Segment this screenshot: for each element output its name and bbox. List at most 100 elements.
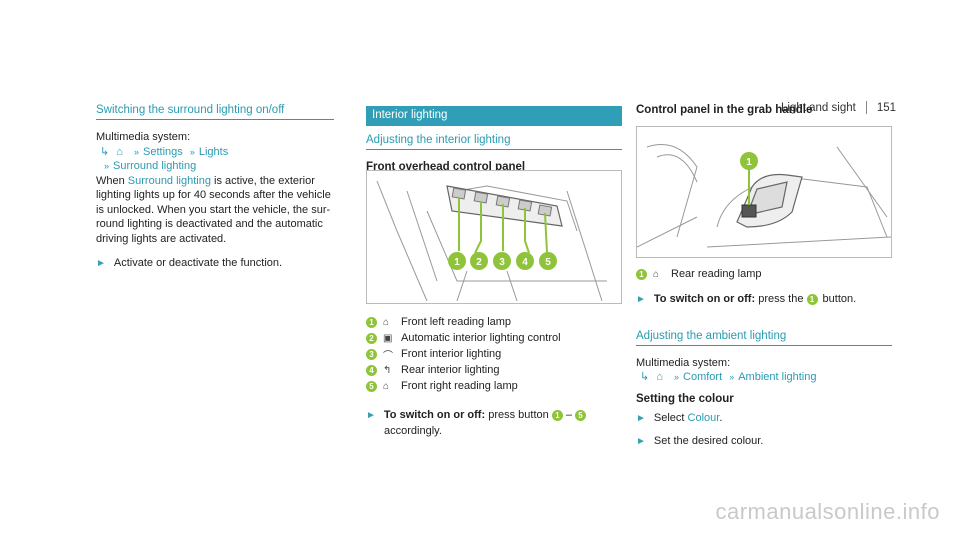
- section-title-surround: Switching the surround lighting on/off: [96, 104, 334, 120]
- legend-label: Rear reading lamp: [671, 268, 762, 280]
- multimedia-label: Multimedia system:: [96, 131, 191, 143]
- svg-text:2: 2: [476, 257, 482, 268]
- legend-label: Automatic interior lighting control: [401, 332, 561, 344]
- body-line: driving lights are activated.: [96, 232, 227, 245]
- rear-interior-light-icon: ↰: [383, 364, 392, 376]
- legend-label: Front interior lighting: [401, 348, 502, 360]
- legend-item: 1 ⌂ Rear reading lamp: [636, 266, 892, 282]
- callout-number: 1: [366, 316, 377, 328]
- svg-text:4: 4: [522, 257, 528, 268]
- chapter-title: Light and sight: [781, 101, 856, 114]
- body-link[interactable]: Surround lighting: [127, 174, 211, 187]
- step-arrow-icon: ►: [636, 294, 646, 305]
- path-chevron-icon: »: [134, 146, 140, 157]
- select-suffix: .: [719, 411, 723, 424]
- callout-number: 1: [636, 268, 647, 280]
- auto-lighting-icon: ▣: [383, 332, 393, 344]
- select-step: ► Select Colour.: [636, 411, 892, 427]
- instruction-end: button.: [819, 293, 857, 305]
- section-title-interior: Adjusting the interior lighting: [366, 134, 622, 150]
- step-arrow-icon: ►: [366, 410, 376, 421]
- column-grab-handle: Control panel in the grab handle: [636, 104, 892, 116]
- svg-text:1: 1: [454, 257, 460, 268]
- subhead-colour: Setting the colour: [636, 392, 734, 405]
- callout-number: 4: [366, 364, 377, 376]
- menu-path-line2: »Surround lighting: [96, 159, 334, 174]
- legend-front-panel: 1 ⌂ Front left reading lamp 2 ▣ Automatic in…: [366, 314, 622, 438]
- path-comfort[interactable]: Comfort: [683, 371, 723, 383]
- callout-number: 2: [366, 332, 377, 344]
- path-arrow-icon: ↳: [100, 145, 110, 158]
- legend-item: 3 ⌒ Front interior lighting: [366, 346, 622, 362]
- switch-instruction: ► To switch on or off: press button 1 – 5…: [366, 408, 622, 438]
- legend-item: 2 ▣ Automatic interior lighting control: [366, 330, 622, 346]
- legend-item: 5 ⌂ Front right reading lamp: [366, 378, 622, 394]
- path-ambient[interactable]: Ambient lighting: [738, 371, 817, 383]
- instruction-line2: accordingly.: [384, 424, 442, 437]
- body-rest: is active, the exterior: [210, 174, 315, 187]
- path-chevron-icon: »: [729, 372, 735, 382]
- legend-label: Rear interior lighting: [401, 364, 500, 376]
- instruction-bold: To switch on or off:: [383, 409, 486, 421]
- menu-path: ↳ ⌂ »Settings »Lights: [96, 145, 334, 160]
- callout-number: 1: [806, 293, 818, 305]
- body-line: round lighting is deactivated and the au…: [96, 218, 323, 230]
- step-arrow-icon: ►: [96, 258, 106, 269]
- path-chevron-icon: »: [104, 161, 110, 171]
- home-icon: ⌂: [656, 371, 663, 383]
- instruction-dash: –: [562, 409, 576, 421]
- path-arrow-icon: ↳: [640, 371, 650, 383]
- colour-link[interactable]: Colour: [687, 411, 720, 424]
- legend-item: 1 ⌂ Front left reading lamp: [366, 314, 622, 330]
- reading-lamp-icon: ⌂: [383, 380, 390, 392]
- action-text: Activate or deactivate the function.: [113, 257, 283, 269]
- legend-grab-handle: 1 ⌂ Rear reading lamp ► To switch on or off…: [636, 266, 892, 450]
- grab-handle-illustration: 1: [636, 126, 892, 258]
- front-interior-light-icon: ⌒: [383, 350, 393, 362]
- page-header: Light and sight 151: [781, 101, 896, 114]
- switch-instruction-rear: ► To switch on or off: press the 1 button…: [636, 292, 892, 308]
- watermark: carmanualsonline.info: [715, 499, 940, 524]
- instruction-text: press button: [485, 409, 552, 421]
- set-text: Set the desired colour.: [653, 435, 764, 447]
- multimedia-label: Multimedia system:: [636, 356, 731, 369]
- svg-text:3: 3: [499, 257, 505, 268]
- instruction-text: press the: [755, 293, 807, 305]
- body-line: is unlocked. When you start the vehicle,…: [96, 203, 331, 216]
- header-divider: [865, 101, 867, 114]
- path-chevron-icon: »: [189, 146, 195, 157]
- menu-path-ambient: ↳ ⌂ »Comfort »Ambient lighting: [636, 370, 892, 385]
- column-surround-lighting: Switching the surround lighting on/off M…: [96, 104, 334, 272]
- select-prefix: Select: [653, 411, 688, 424]
- path-surround[interactable]: Surround lighting: [113, 160, 197, 172]
- callout-number: 1: [551, 409, 563, 421]
- page-number: 151: [876, 101, 896, 114]
- legend-label: Front right reading lamp: [401, 380, 518, 392]
- section-title-ambient: Adjusting the ambient lighting: [636, 330, 892, 346]
- step-arrow-icon: ►: [636, 436, 646, 447]
- svg-text:5: 5: [545, 257, 551, 268]
- home-icon: ⌂: [116, 145, 123, 158]
- path-settings[interactable]: Settings: [143, 145, 183, 158]
- section-bar: Interior lighting: [366, 106, 622, 126]
- subhead-grab-handle: Control panel in the grab handle: [636, 104, 813, 116]
- callout-number: 3: [366, 348, 377, 360]
- legend-item: 4 ↰ Rear interior lighting: [366, 362, 622, 378]
- reading-lamp-icon: ⌂: [653, 268, 660, 280]
- legend-label: Front left reading lamp: [401, 316, 512, 328]
- path-chevron-icon: »: [674, 372, 680, 382]
- body-line: lighting lights up for 40 seconds after …: [96, 189, 331, 201]
- set-step: ► Set the desired colour.: [636, 434, 892, 450]
- front-panel-illustration: 1 2 3 4 5: [366, 170, 622, 304]
- path-lights[interactable]: Lights: [198, 145, 229, 158]
- instruction-bold: To switch on or off:: [653, 293, 756, 305]
- callout-number: 5: [366, 380, 377, 392]
- reading-lamp-icon: ⌂: [383, 316, 390, 328]
- svg-text:1: 1: [746, 157, 752, 168]
- body-paragraph: When Surround lighting is active, the ex…: [96, 174, 334, 247]
- column-interior-lighting: Interior lighting Adjusting the interior…: [366, 106, 622, 173]
- action-step: ► Activate or deactivate the function.: [96, 256, 334, 272]
- callout-number: 5: [575, 409, 587, 421]
- step-arrow-icon: ►: [636, 412, 646, 424]
- body-prefix: When: [96, 174, 128, 187]
